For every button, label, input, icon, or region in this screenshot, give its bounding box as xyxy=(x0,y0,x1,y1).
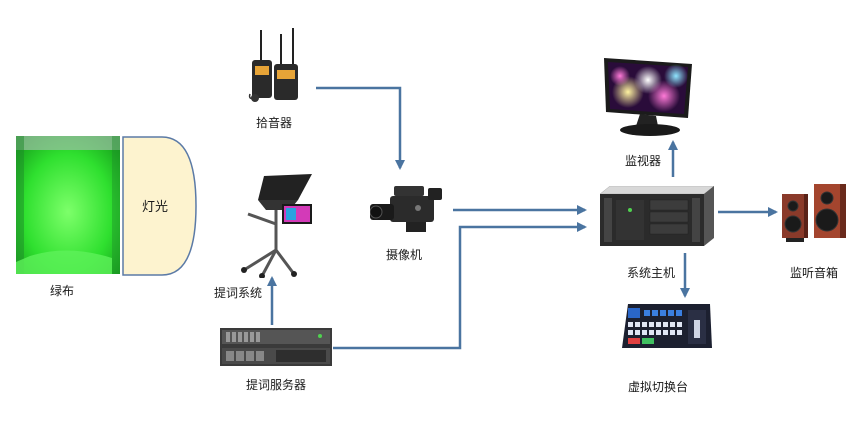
host-computer-icon xyxy=(599,185,715,248)
prompter-server-icon xyxy=(220,328,332,366)
arrow-server-to-host xyxy=(333,222,587,350)
monitor-icon xyxy=(600,54,696,140)
camera-label: 摄像机 xyxy=(386,248,423,262)
mic-label: 拾音器 xyxy=(256,116,293,130)
arrow-mic-to-camera xyxy=(316,86,405,170)
light-label: 灯光 xyxy=(142,200,169,215)
green-screen-label: 绿布 xyxy=(50,284,75,298)
switcher-icon xyxy=(620,302,714,352)
speakers-label: 监听音箱 xyxy=(790,266,839,280)
green-screen xyxy=(16,136,120,274)
switcher-label: 虚拟切换台 xyxy=(628,380,689,394)
wireless-mic-icon xyxy=(246,26,302,104)
light-panel xyxy=(122,136,198,276)
teleprompter-icon xyxy=(228,170,316,279)
camera-icon xyxy=(369,182,446,236)
host-label: 系统主机 xyxy=(627,266,676,280)
speakers-icon xyxy=(780,182,848,244)
monitor-label: 监视器 xyxy=(625,154,662,168)
teleprompter-label: 提词系统 xyxy=(214,286,263,300)
prompter-server-label: 提词服务器 xyxy=(246,378,307,392)
